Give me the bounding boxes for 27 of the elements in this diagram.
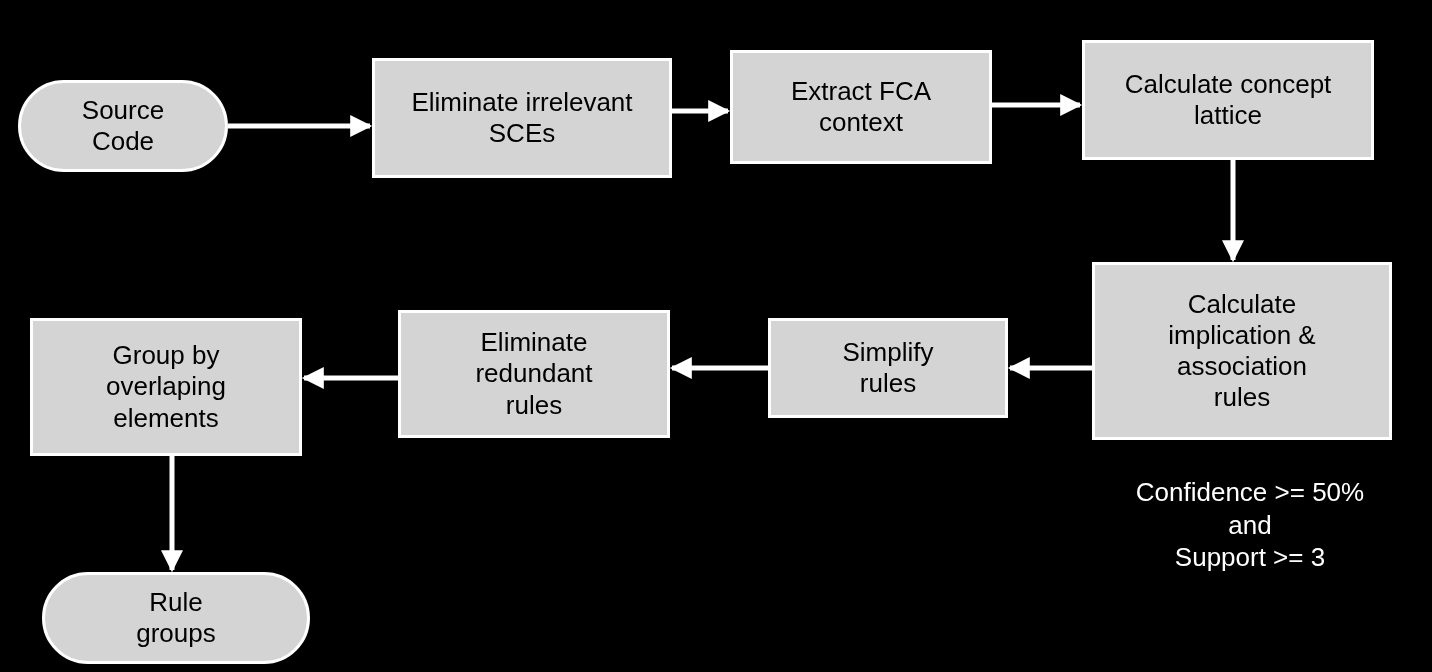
node-label: Group by overlaping elements [105,340,227,434]
note-text: Confidence >= 50% [1135,476,1365,509]
arrow [992,94,1083,116]
arrow [161,456,183,573]
note-text: and [1228,508,1272,541]
note-text: Support >= 3 [1174,541,1326,574]
node-label: Extract FCA context [789,75,933,139]
arrow [1222,160,1244,263]
process-box [398,310,670,438]
process-box [768,318,1008,418]
node-label: Calculate implication & association rules [1167,288,1317,414]
arrow [672,100,731,122]
process-box [30,318,302,456]
node-label: Eliminate irrelevant SCEs [410,86,634,150]
arrow [228,115,373,137]
process-box [730,50,992,164]
node-label: Eliminate redundant rules [474,327,594,421]
node-label: Rule groups [135,586,217,650]
arrow [1007,357,1092,379]
arrow [301,367,398,389]
process-box [1092,262,1392,440]
node-label: Calculate concept lattice [1123,68,1333,132]
node-label: Simplify rules [841,336,935,400]
arrow [669,357,768,379]
process-box [372,58,672,178]
process-box [1082,40,1374,160]
node-label: Source Code [80,94,166,158]
